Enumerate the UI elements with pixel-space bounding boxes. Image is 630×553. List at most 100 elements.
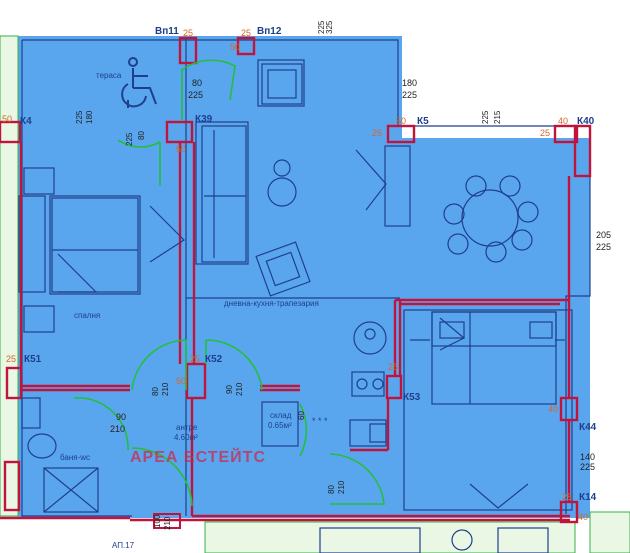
dim-40: 40 [558, 116, 568, 126]
furniture-part [149, 205, 185, 263]
column-label-k53: К53 [403, 392, 421, 403]
dim-80: 80 [327, 485, 336, 494]
dim-50: 50 [176, 144, 186, 154]
dim-25: 25 [372, 128, 382, 138]
dim-25: 25 [388, 362, 398, 372]
furniture-part [499, 175, 521, 197]
doors-part [131, 339, 187, 391]
dim-50: 50 [176, 376, 186, 386]
furniture-part [267, 177, 297, 207]
room-floor [400, 298, 575, 518]
furniture-part [201, 125, 247, 263]
furniture-part [255, 241, 311, 297]
furniture-part [447, 233, 469, 255]
dim-325: 325 [325, 20, 334, 34]
column-label-k52: К52 [205, 354, 223, 365]
walls-part [3, 460, 21, 512]
furniture-part [439, 321, 465, 339]
furniture-part [267, 69, 297, 99]
walls-part [178, 36, 198, 65]
furniture-part [43, 467, 99, 513]
furniture-part [351, 371, 385, 397]
dim-25: 25 [6, 354, 16, 364]
room-fill [18, 36, 590, 518]
furniture-part [431, 311, 557, 405]
furniture-part [21, 397, 41, 429]
walls-part [185, 362, 207, 400]
dim-210: 210 [161, 382, 170, 396]
room-area-storage: 0.65м² [268, 421, 292, 430]
dim-25: 25 [562, 492, 572, 502]
outline-part [18, 195, 46, 293]
dim-50: 50 [230, 42, 240, 52]
furniture-part [261, 63, 303, 105]
wall-bottom-opening [153, 513, 181, 529]
walls-part [386, 124, 416, 144]
wheelchair-icon [121, 57, 157, 108]
dim-25: 25 [183, 28, 193, 38]
column-label-k44: К44 [579, 422, 597, 433]
dim-210: 210 [110, 424, 125, 434]
column-label-bn12: Вп12 [257, 26, 282, 37]
walls-part [573, 124, 592, 178]
dim-225: 225 [75, 110, 84, 124]
wheelchair-icon-part [128, 57, 138, 67]
room-floor [18, 36, 402, 140]
dim-225: 225 [402, 90, 417, 100]
dim-225: 225 [125, 132, 134, 146]
furniture-part [273, 159, 291, 177]
furniture [21, 63, 565, 553]
furniture-part [265, 251, 301, 287]
furniture-part [511, 229, 533, 251]
dim-225: 225 [317, 20, 326, 34]
doors-part [117, 139, 161, 148]
dim-100: 100 [153, 514, 162, 528]
column-label-k4: К4 [20, 116, 32, 127]
neighbor-area [589, 511, 630, 553]
stair-reference: АП.17 [112, 541, 135, 550]
walls [0, 36, 592, 524]
furniture-part [517, 201, 539, 223]
furniture-part [355, 149, 387, 211]
furniture-part [43, 467, 99, 513]
column-label-bn11: Вп11 [155, 26, 179, 37]
outline-part [403, 309, 573, 511]
room-label-living: дневна-кухня-трапезария [224, 299, 319, 308]
walls-part [553, 124, 579, 144]
outline-part [195, 121, 249, 265]
doors-part [299, 403, 308, 457]
dim-225: 225 [580, 462, 595, 472]
dim-90: 90 [116, 412, 126, 422]
walls-part [5, 366, 23, 400]
furniture-part [353, 321, 387, 355]
dim-225: 225 [188, 90, 203, 100]
dim-180: 180 [85, 110, 94, 124]
dim-60: 60 [297, 411, 306, 420]
furniture-part [485, 241, 507, 263]
dim-25: 25 [540, 128, 550, 138]
furniture-part [372, 378, 384, 390]
furniture-part [23, 167, 55, 195]
furniture-part [529, 321, 553, 339]
walls-part [0, 120, 22, 144]
watermark: АРЕА ЕСТЕЙТС [130, 447, 266, 466]
column-label-k51: К51 [24, 354, 42, 365]
doors [73, 59, 385, 507]
furniture-part [465, 175, 487, 197]
dim-40: 40 [578, 512, 588, 522]
furniture-part [364, 328, 376, 340]
dim-90: 90 [225, 385, 234, 394]
furniture-part [261, 401, 299, 447]
doors-part [73, 397, 129, 451]
dim-210: 210 [163, 516, 172, 530]
furniture-part [369, 423, 387, 443]
outline-part [257, 59, 305, 107]
neighbor-areas [0, 35, 630, 553]
neighbor-area [204, 521, 576, 553]
room-label-storage: склад [270, 411, 292, 420]
column-label-k5: К5 [417, 116, 429, 127]
room-label-entrance: антре [176, 423, 198, 432]
dim-210: 210 [235, 382, 244, 396]
